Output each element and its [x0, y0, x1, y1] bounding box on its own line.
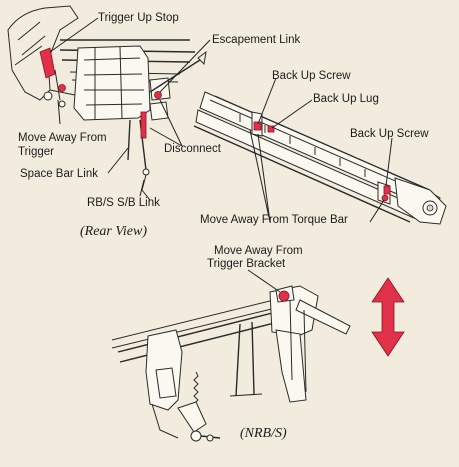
leader-lines-rear — [49, 17, 211, 197]
label-back-up-screw-right: Back Up Screw — [350, 128, 429, 140]
rear-view-mechanism — [7, 5, 207, 201]
label-trigger-up-stop: Trigger Up Stop — [98, 12, 179, 24]
leader-line-bracket — [247, 269, 281, 293]
leader-lines-torque — [249, 77, 393, 223]
label-move-away-from-torque-bar: Move Away From Torque Bar — [200, 214, 348, 226]
nrbs-mechanism — [111, 285, 351, 442]
torque-bar-mechanism — [193, 91, 447, 225]
label-escapement-link: Escapement Link — [212, 34, 301, 46]
trigger-bracket-highlight — [278, 290, 290, 302]
label-move-away-from-trigger-2: Trigger — [18, 146, 54, 158]
escapement-highlight — [154, 91, 162, 99]
label-back-up-lug: Back Up Lug — [313, 93, 379, 105]
label-disconnect: Disconnect — [164, 143, 221, 155]
trigger-highlight — [58, 84, 66, 92]
rbs-link-highlight — [140, 111, 147, 139]
caption-rear-view: (Rear View) — [80, 224, 147, 239]
label-space-bar-link: Space Bar Link — [20, 168, 98, 180]
torque-bar-highlight — [381, 194, 389, 202]
back-up-screw-right-highlight — [383, 185, 391, 195]
label-move-away-from-trigger-bracket-2: Trigger Bracket — [207, 258, 286, 270]
label-move-away-from-trigger-bracket-1: Move Away From — [214, 245, 303, 257]
label-back-up-screw-top: Back Up Screw — [272, 70, 351, 82]
label-move-away-from-trigger-1: Move Away From — [18, 132, 107, 144]
trigger-up-stop-highlight — [39, 47, 56, 79]
caption-nrbs: (NRB/S) — [240, 426, 287, 441]
label-rbs-sb-link: RB/S S/B Link — [87, 197, 160, 209]
back-up-lug-highlight — [267, 125, 275, 133]
vertical-double-arrow-icon — [371, 277, 405, 357]
back-up-screw-highlight — [253, 121, 262, 131]
